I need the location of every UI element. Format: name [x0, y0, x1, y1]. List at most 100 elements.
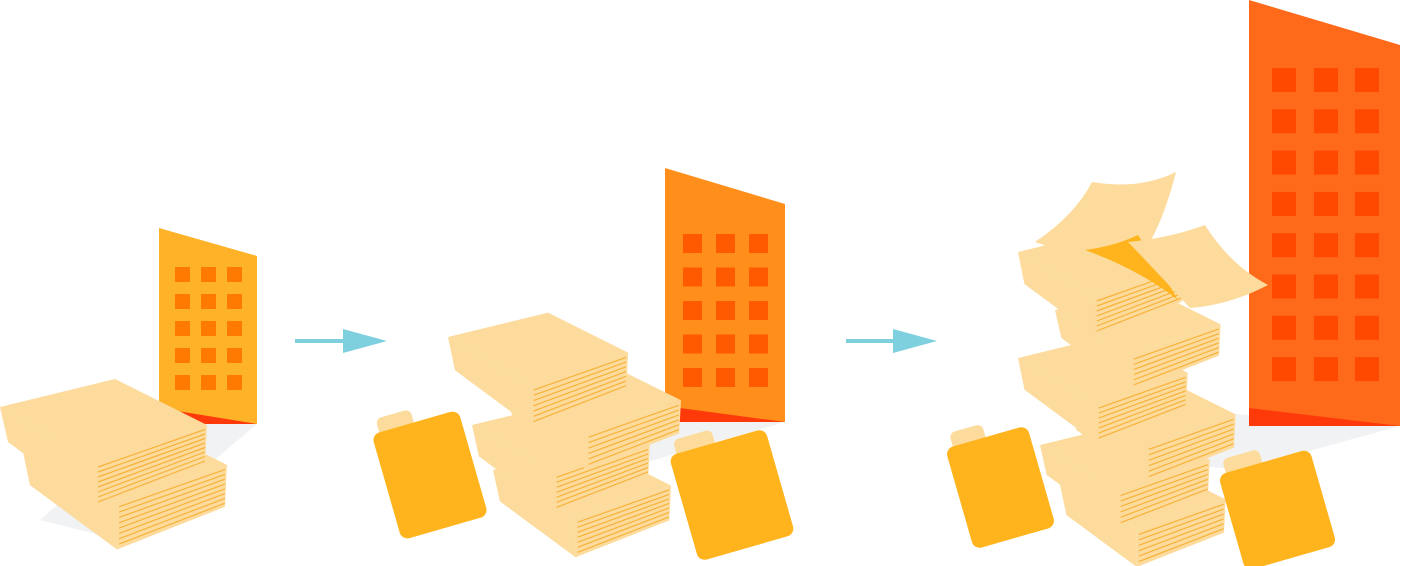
- paper-line: [118, 473, 226, 513]
- paper-line: [556, 466, 649, 503]
- paper-line: [588, 409, 680, 444]
- paper-stack: [448, 312, 629, 427]
- paper-line: [577, 493, 670, 528]
- folder-icon: [1219, 450, 1336, 566]
- building-window: [1355, 191, 1379, 216]
- paper-line: [1138, 503, 1224, 535]
- paper-line: [97, 460, 206, 503]
- paper-line: [1138, 528, 1224, 563]
- building-window: [227, 267, 242, 282]
- paper-line: [1148, 438, 1234, 472]
- building-window: [1314, 315, 1338, 340]
- building-window: [749, 267, 768, 287]
- building-base: [665, 406, 785, 422]
- paper-line: [1098, 403, 1186, 439]
- paper-line: [1138, 523, 1224, 557]
- paper-line: [1096, 297, 1182, 332]
- paper-line: [533, 375, 627, 412]
- paper-line: [1133, 333, 1219, 365]
- paper-line: [118, 488, 226, 529]
- building-window: [175, 294, 190, 309]
- building-window: [1355, 315, 1379, 340]
- building-window: [749, 301, 768, 320]
- building-window: [1272, 68, 1296, 92]
- building-window: [716, 334, 735, 354]
- building-window: [175, 348, 190, 363]
- buildings: [159, 0, 1400, 426]
- paper-line: [1138, 518, 1224, 552]
- paper-line: [1098, 399, 1186, 434]
- paper-line: [97, 446, 206, 488]
- paper-line: [1120, 473, 1208, 507]
- paper-line: [1148, 423, 1234, 456]
- paper-line: [1096, 292, 1182, 327]
- building-stage-3: [1249, 0, 1400, 426]
- building-window: [1314, 68, 1338, 92]
- arrow-right-icon: [295, 329, 387, 353]
- paper-line: [1148, 443, 1234, 478]
- paper-line: [1120, 478, 1208, 513]
- paper-line: [97, 437, 206, 478]
- folder-icon: [670, 430, 794, 560]
- paper-line: [533, 370, 627, 407]
- building-window: [716, 267, 735, 287]
- paper-line: [533, 385, 627, 423]
- building-window: [201, 348, 216, 363]
- paper-line: [556, 448, 649, 483]
- paper-left-face: [22, 447, 118, 550]
- paper-line: [118, 493, 226, 535]
- paper-line: [1098, 390, 1186, 424]
- building-window: [1355, 109, 1379, 134]
- paper-line: [1133, 328, 1219, 360]
- building-window: [201, 294, 216, 309]
- paper-line: [118, 483, 226, 524]
- building-window: [175, 267, 190, 282]
- paper-front-face: [96, 425, 207, 507]
- building-window: [201, 375, 216, 390]
- paper-left-face: [1055, 310, 1132, 390]
- paper-stack: [0, 379, 207, 507]
- building-window: [1355, 150, 1379, 175]
- paper-line: [97, 451, 206, 493]
- paper-line: [1148, 428, 1234, 461]
- paper-line: [577, 498, 670, 533]
- paper-line: [588, 419, 680, 455]
- paper-top: [448, 312, 629, 385]
- building-window: [716, 368, 735, 387]
- flying-paper: [1035, 172, 1176, 254]
- paper-front-face: [117, 464, 227, 550]
- paper-line: [1148, 418, 1234, 450]
- building-window: [201, 267, 216, 282]
- building-window: [1272, 315, 1296, 340]
- flying-paper: [1128, 225, 1268, 308]
- paper-line: [118, 469, 226, 508]
- building-window: [1314, 109, 1338, 134]
- building-stage-1: [159, 228, 257, 424]
- building-window: [1355, 233, 1379, 258]
- paper-stacks-and-folders: [0, 172, 1336, 566]
- building-window: [1355, 68, 1379, 92]
- building-window: [227, 375, 242, 390]
- paper-line: [97, 455, 206, 498]
- paper-line: [577, 516, 670, 553]
- paper-line: [1133, 342, 1219, 376]
- paper-left-face: [1060, 485, 1137, 566]
- paper-line: [1138, 513, 1224, 546]
- building-window: [1314, 357, 1338, 382]
- paper-left-face: [1040, 445, 1119, 529]
- paper-line: [1098, 376, 1186, 409]
- arrow-head: [893, 329, 937, 353]
- paper-line: [588, 429, 680, 465]
- paper-line: [1133, 351, 1219, 386]
- building-window: [201, 321, 216, 336]
- flying-paper-fold: [1085, 235, 1178, 300]
- paper-line: [588, 424, 680, 460]
- paper-line: [97, 433, 206, 473]
- building-window: [683, 301, 702, 320]
- paper-line: [118, 478, 226, 519]
- paper-left-face: [1018, 252, 1095, 336]
- paper-line: [1133, 346, 1219, 381]
- arrow-right-icon: [846, 329, 937, 353]
- building-window: [1272, 150, 1296, 175]
